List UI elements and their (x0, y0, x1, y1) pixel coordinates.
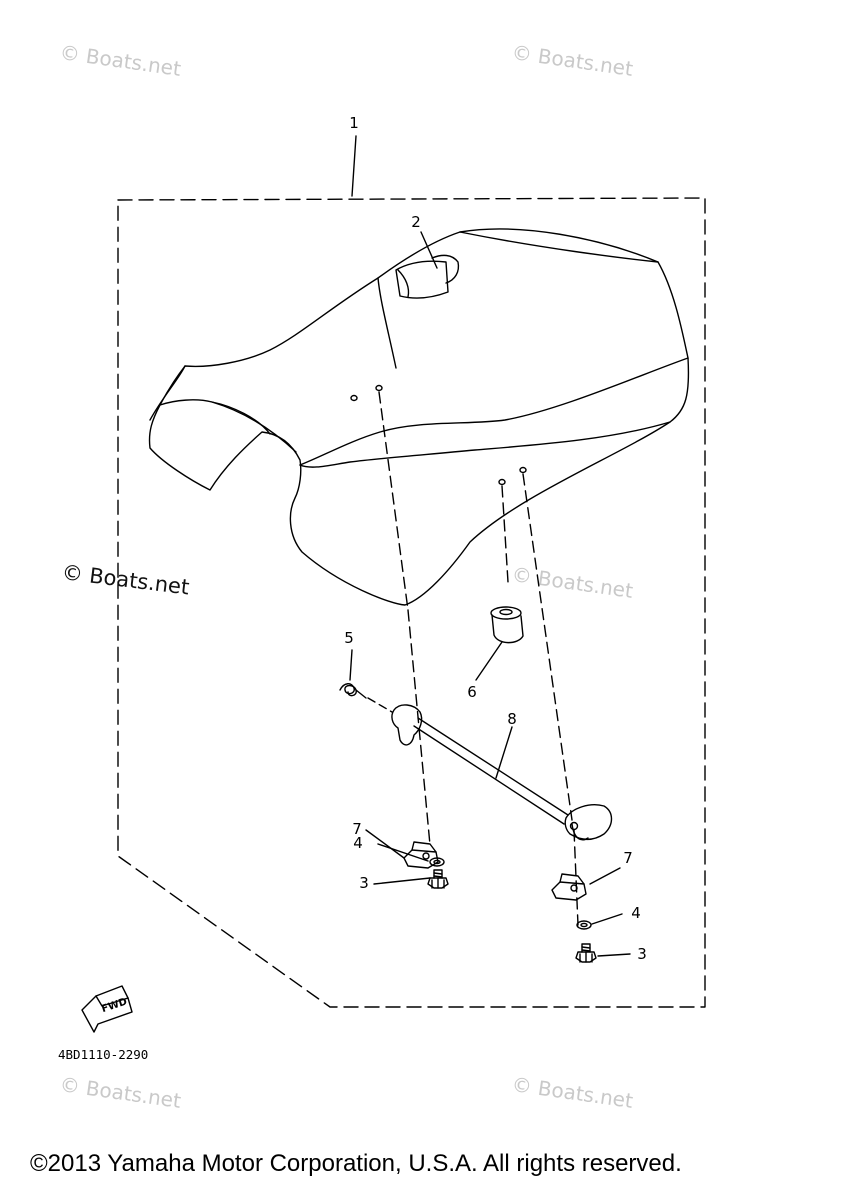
leader-part-4a (377, 843, 429, 862)
callout-part-2: 2 (411, 213, 421, 231)
leader-part-8 (495, 726, 513, 779)
callout-part-4b: 4 (631, 904, 641, 922)
callout-part-7a: 7 (352, 820, 362, 838)
fwd-label: FWD (100, 997, 128, 1016)
callout-part-3a: 3 (359, 874, 369, 892)
callout-part-7b: 7 (623, 849, 633, 867)
diagram-code: 4BD1110-2290 (58, 1047, 148, 1062)
callout-part-6: 6 (467, 683, 477, 701)
bracket-part-7a (403, 841, 439, 869)
bolt-part-3a (427, 869, 449, 889)
leader-part-7b (589, 867, 621, 885)
spring-dash (367, 697, 393, 713)
leader-part-5 (349, 649, 353, 681)
callout-part-5: 5 (344, 629, 354, 647)
callout-part-4a: 4 (353, 834, 363, 852)
leader-part-7a (365, 829, 405, 859)
leader-part-2 (420, 231, 438, 269)
callout-part-1: 1 (349, 114, 359, 132)
damper-part-6 (490, 606, 524, 644)
leader-part-3b (597, 953, 631, 957)
rod-part-8 (391, 704, 613, 841)
copyright-footer: ©2013 Yamaha Motor Corporation, U.S.A. A… (30, 1150, 682, 1177)
seat (148, 228, 690, 606)
leader-part-6 (475, 641, 503, 681)
bracket-part-7b (551, 873, 587, 901)
fwd-arrow-icon (81, 985, 133, 1033)
callout-part-3b: 3 (637, 945, 647, 963)
washer-part-4a (429, 857, 445, 867)
leader-part-1 (351, 135, 357, 197)
callout-part-8: 8 (507, 710, 517, 728)
spring-part-5 (339, 683, 367, 699)
leader-part-4b (591, 913, 623, 925)
leader-part-3a (373, 877, 431, 885)
alignment-lines (378, 391, 579, 926)
washer-part-4b (576, 920, 592, 930)
assembly-boundary (117, 197, 706, 1008)
bolt-part-3b (575, 943, 597, 963)
